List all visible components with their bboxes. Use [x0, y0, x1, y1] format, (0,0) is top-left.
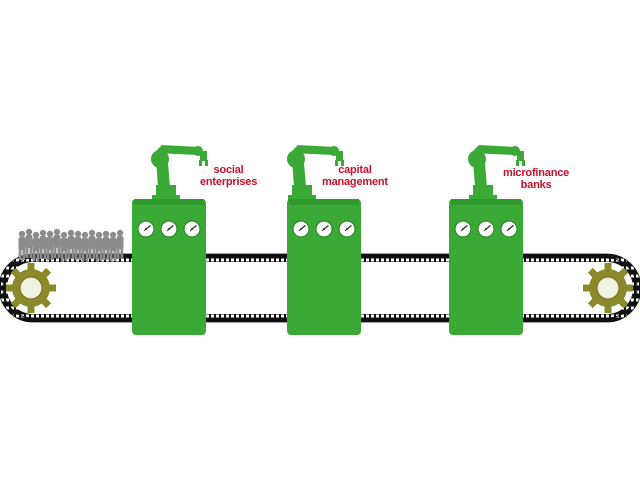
gauge-icon — [477, 220, 495, 238]
left-gear-icon — [5, 262, 57, 314]
label-line1: capital — [338, 164, 372, 176]
gauge-icon — [454, 220, 472, 238]
label-line2: banks — [520, 179, 552, 191]
station-label-capital-management: capital management — [322, 164, 388, 188]
label-line1: social — [213, 164, 244, 176]
machine-body — [132, 199, 206, 335]
machine-body — [287, 199, 361, 335]
label-line2: enterprises — [200, 176, 258, 188]
label-line2: management — [322, 176, 388, 188]
station-social-enterprises — [132, 145, 208, 335]
station-capital-management — [287, 145, 361, 335]
label-line1: microfinance — [503, 167, 570, 179]
gauge-icon — [315, 220, 333, 238]
gauge-icon — [160, 220, 178, 238]
gauge-icon — [338, 220, 356, 238]
machine-body — [449, 199, 523, 335]
gauge-icon — [500, 220, 518, 238]
right-gear-icon — [582, 262, 634, 314]
gauge-icon — [183, 220, 201, 238]
gauge-icon — [292, 220, 310, 238]
station-label-microfinance-banks: microfinance banks — [503, 167, 569, 191]
gauge-icon — [137, 220, 155, 238]
station-microfinance-banks — [449, 145, 525, 335]
station-label-social-enterprises: social enterprises — [200, 164, 257, 188]
